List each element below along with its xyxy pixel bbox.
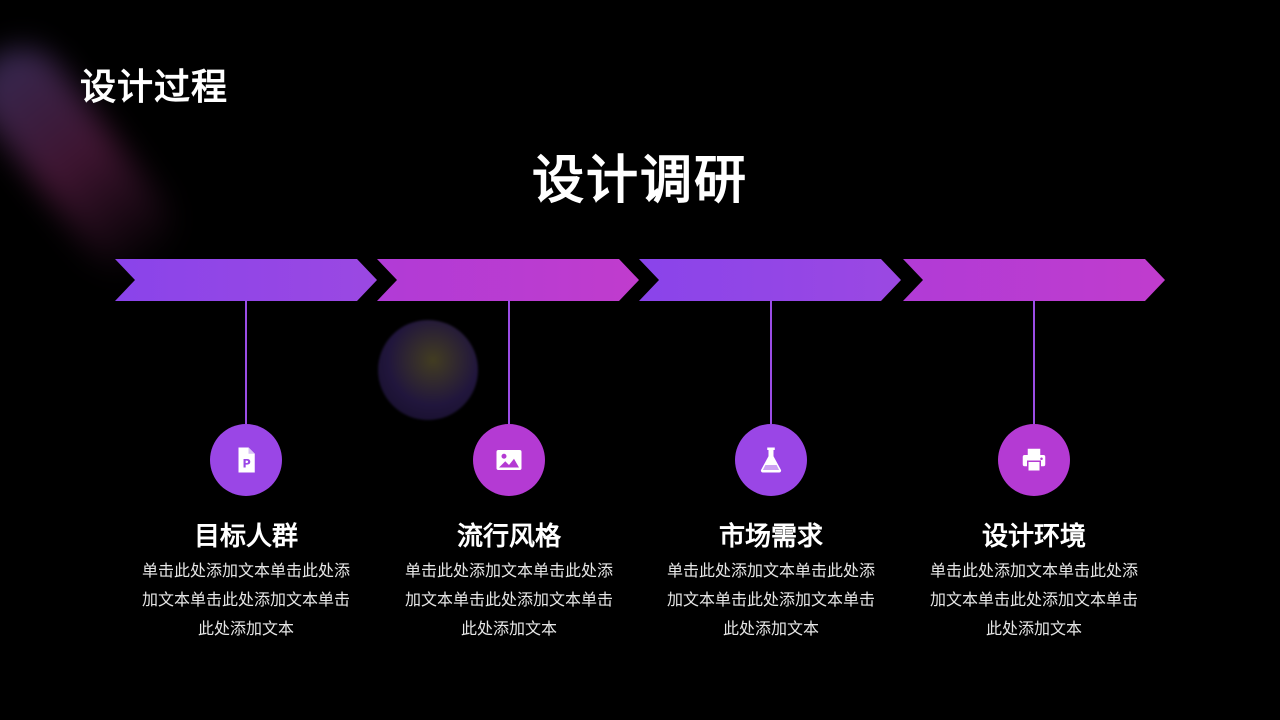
item-title: 流行风格 — [456, 522, 561, 552]
icon-circle — [473, 424, 545, 496]
printer-icon — [1022, 448, 1046, 472]
chevron-arrow-2 — [377, 259, 639, 301]
chevron-arrow-1 — [115, 259, 377, 301]
item-description: 单击此处添加文本单击此处添加文本单击此处添加文本单击此处添加文本 — [666, 561, 875, 638]
item-title: 市场需求 — [718, 522, 823, 552]
connector-line — [508, 300, 510, 424]
timeline-item-4: 设计环境 单击此处添加文本单击此处添加文本单击此处添加文本单击此处添加文本 — [904, 300, 1164, 660]
item-title: 设计环境 — [981, 522, 1086, 552]
section-title: 设计过程 — [80, 67, 229, 108]
item-description: 单击此处添加文本单击此处添加文本单击此处添加文本单击此处添加文本 — [929, 561, 1138, 638]
timeline-item-2: 流行风格 单击此处添加文本单击此处添加文本单击此处添加文本单击此处添加文本 — [379, 300, 639, 660]
chevron-arrow-3 — [639, 259, 901, 301]
item-title: 目标人群 — [193, 522, 298, 552]
timeline-item-1: P 目标人群 单击此处添加文本单击此处添加文本单击此处添加文本单击此处添加文本 — [116, 300, 376, 660]
icon-circle: P — [210, 424, 282, 496]
item-description: 单击此处添加文本单击此处添加文本单击此处添加文本单击此处添加文本 — [141, 561, 350, 638]
connector-line — [770, 300, 772, 424]
icon-circle — [735, 424, 807, 496]
icon-circle — [998, 424, 1070, 496]
svg-text:P: P — [243, 458, 251, 471]
decorative-glow-orb — [378, 320, 478, 420]
item-description: 单击此处添加文本单击此处添加文本单击此处添加文本单击此处添加文本 — [404, 561, 613, 638]
image-icon — [496, 450, 522, 470]
chevron-arrow-4 — [903, 259, 1165, 301]
timeline-item-3: 市场需求 单击此处添加文本单击此处添加文本单击此处添加文本单击此处添加文本 — [641, 300, 901, 660]
connector-line — [1033, 300, 1035, 424]
connector-line — [245, 300, 247, 424]
document-p-icon: P — [238, 447, 255, 473]
flask-icon — [760, 447, 782, 473]
main-title: 设计调研 — [531, 151, 748, 211]
